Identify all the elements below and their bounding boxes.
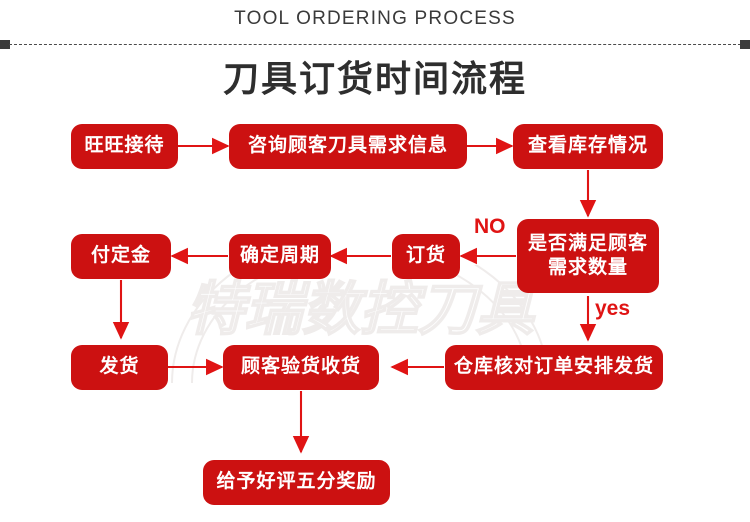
flow-node-place-order[interactable]: 订货	[392, 234, 460, 279]
flow-node-customer-inspect-receive[interactable]: 顾客验货收货	[223, 345, 379, 390]
flow-node-consult-customer-requirements[interactable]: 咨询顾客刀具需求信息	[229, 124, 467, 169]
flow-node-wangwang-reception[interactable]: 旺旺接待	[71, 124, 178, 169]
flow-node-ship-goods[interactable]: 发货	[71, 345, 168, 390]
flow-node-confirm-cycle[interactable]: 确定周期	[229, 234, 331, 279]
flow-node-five-star-review-reward[interactable]: 给予好评五分奖励	[203, 460, 390, 505]
divider-dotted-line	[9, 44, 741, 45]
edge-label-no: NO	[474, 215, 506, 238]
header-divider	[0, 40, 750, 49]
flow-node-decision-meet-quantity[interactable]: 是否满足顾客 需求数量	[517, 219, 659, 293]
edge-label-yes: yes	[595, 297, 631, 320]
page-title: 刀具订货时间流程	[222, 58, 527, 99]
flow-node-warehouse-verify-arrange[interactable]: 仓库核对订单安排发货	[445, 345, 663, 390]
divider-cap-left	[0, 40, 10, 49]
divider-cap-right	[740, 40, 750, 49]
flow-node-check-inventory[interactable]: 查看库存情况	[513, 124, 663, 169]
page-subtitle-english: TOOL ORDERING PROCESS	[234, 8, 516, 29]
flow-node-pay-deposit[interactable]: 付定金	[71, 234, 171, 279]
